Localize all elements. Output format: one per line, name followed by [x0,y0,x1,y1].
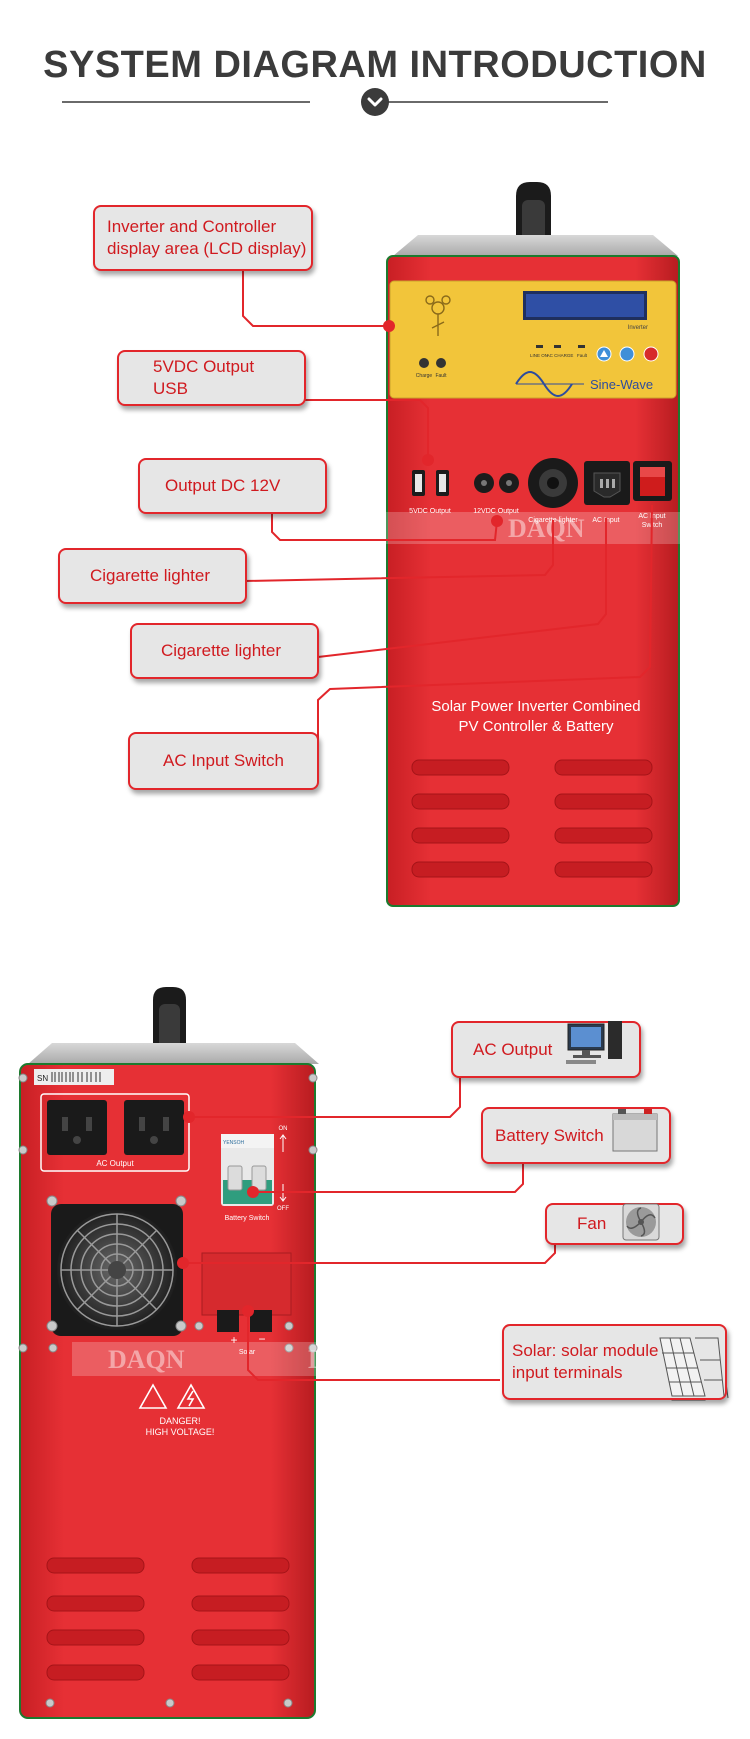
callout-ac-input-switch: AC Input Switch [128,732,319,790]
back-device: SN AC Output YENSOH ON OFF Battery Switc… [18,987,319,1719]
led-label-charge: Charge [416,373,433,379]
watermark-back-1: DAQN [108,1345,185,1374]
indicator-leds [536,345,585,348]
front-caption-line-1: Solar Power Inverter Combined [431,698,640,715]
callout-acsw-text: AC Input Switch [163,751,284,770]
lcd-display [526,294,644,317]
lcd-label: Inverter [628,325,648,331]
callout-fan-text: Fan [577,1214,607,1233]
fault-led [436,358,446,368]
solar-plus-label: + [230,1333,237,1347]
callout-cigarette-lighter-1: Cigarette lighter [58,548,247,604]
watermark-front-2: DAQN [308,514,385,543]
indicator-fault: Fault [577,353,588,358]
title-rule-right [364,101,608,103]
front-device: Charge Fault Inverter LINE ON AC CHARGE … [386,182,680,907]
on-button [619,346,635,362]
off-button [643,346,659,362]
ac-socket-2 [124,1100,184,1155]
sine-wave-label: Sine-Wave [590,377,653,392]
back-vents [46,1557,290,1681]
back-leader-lines [183,1077,556,1381]
led-label-fault: Fault [435,373,447,379]
back-leader-dots [177,1111,259,1317]
breaker-on-label: ON [279,1126,288,1132]
danger-line-2: HIGH VOLTAGE! [146,1427,215,1437]
callout-acout-text: AC Output [473,1039,553,1059]
solar-terminal-plus [217,1310,239,1332]
breaker-off-label: OFF [277,1206,289,1212]
danger-warning-icon [138,1383,206,1409]
usb-port-label: 5VDC Output [409,508,451,515]
ac-socket-1 [47,1100,107,1155]
solar-minus-label: − [258,1332,265,1346]
back-screws [18,1073,318,1708]
callout-usb-output: 5VDC Output USB [117,350,306,406]
ac-output-frame [40,1093,190,1172]
breaker-label: Battery Switch [225,1215,270,1222]
callout-solar-terminals: Solar: solar module input terminals [502,1324,727,1400]
front-vents [411,759,653,878]
chevron-down-icon [361,88,389,116]
callout-lcd-text: Inverter and Controller display area (LC… [107,217,307,258]
danger-line-1: DANGER! [159,1416,200,1426]
watermark-front-1: DAQN [108,514,185,543]
callout-fan: Fan [545,1203,684,1245]
solar-terminal-minus [250,1310,272,1332]
callout-cig2-text: Cigarette lighter [161,641,282,660]
callout-ac-output: AC Output [451,1021,641,1078]
callout-lcd-display: Inverter and Controller display area (LC… [93,205,313,271]
title-rule-left [62,101,310,103]
callout-cigarette-lighter-2: Cigarette lighter [130,623,319,679]
indicator-ac-charge: AC CHARGE [547,353,574,358]
watermark-front-3: DAQN [508,514,585,543]
front-leader-lines [242,270,653,769]
callout-batt-text: Battery Switch [495,1125,604,1145]
watermark-back-2: DAQN [308,1345,385,1374]
watermark-front-4: DAQN [697,514,750,543]
front-body [386,255,680,907]
breaker-brand: YENSOH [223,1140,245,1146]
ac-output-label: AC Output [96,1159,134,1168]
indicator-line-on: LINE ON [530,353,548,358]
callout-dc12-text: Output DC 12V [165,476,281,495]
callout-cig1-text: Cigarette lighter [90,566,211,585]
callout-battery-switch: Battery Switch [481,1107,671,1164]
callout-dc12-output: Output DC 12V [138,458,327,514]
logo-icon [425,295,451,336]
dc12-port-label: 12VDC Output [473,508,519,515]
charge-led [419,358,429,368]
watermark-band-front [92,512,750,544]
front-leader-dots [383,320,503,527]
sn-label: SN [37,1074,48,1083]
page-title: SYSTEM DIAGRAM INTRODUCTION [43,44,707,86]
callout-solar-text: Solar: solar module input terminals [512,1341,659,1382]
front-caption-line-2: PV Controller & Battery [458,718,614,735]
callout-usb-text: 5VDC Output USB [153,357,255,398]
